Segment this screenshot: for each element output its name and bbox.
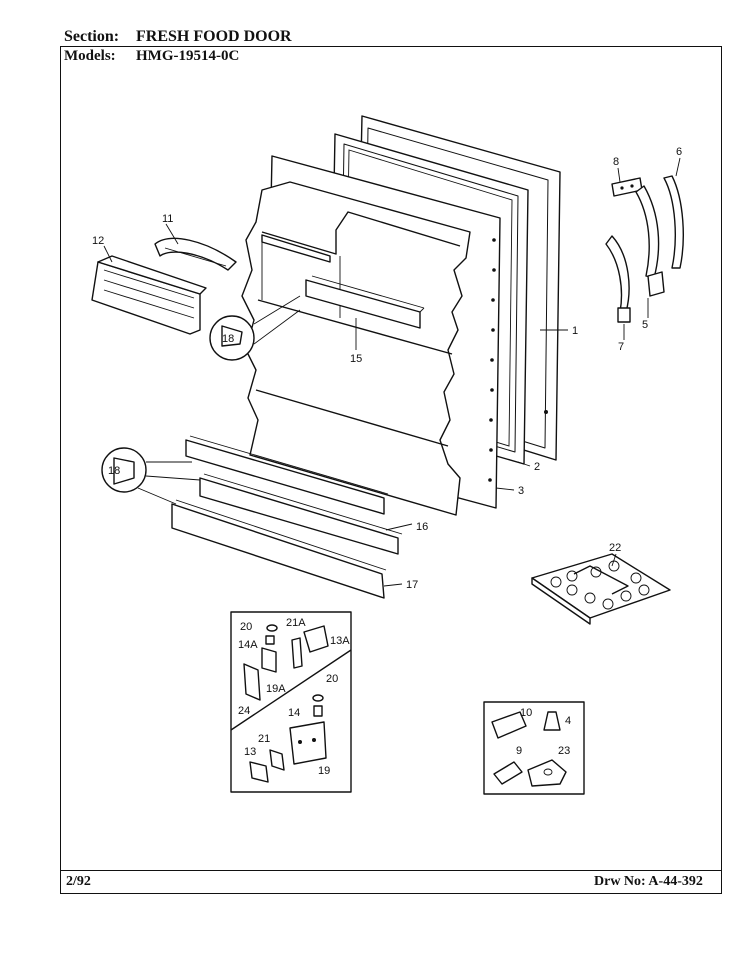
callout-17: 17: [406, 579, 418, 591]
callout-20-lower: 20: [326, 673, 338, 685]
callout-8: 8: [613, 156, 619, 168]
lower-door-bar[interactable]: [171, 499, 387, 599]
callout-16: 16: [416, 521, 428, 533]
callout-19: 19: [318, 765, 330, 777]
hinge-strap-upper[interactable]: [663, 175, 684, 269]
callout-20-upper: 20: [240, 621, 252, 633]
callout-21: 21: [258, 733, 270, 745]
callout-22: 22: [609, 542, 621, 554]
section-value: FRESH FOOD DOOR: [136, 28, 292, 45]
callout-10: 10: [520, 707, 532, 719]
footer-drawing-number: Drw No: A-44-392: [594, 874, 703, 889]
callout-1: 1: [572, 325, 578, 337]
upper-door-bar[interactable]: [305, 275, 425, 329]
callout-14: 14: [288, 707, 300, 719]
hinge-strap-middle[interactable]: [635, 185, 665, 297]
callout-11: 11: [162, 213, 173, 225]
section-label: Section:: [64, 28, 120, 45]
models-value: HMG-19514-0C: [136, 48, 240, 64]
callout-21a: 21A: [286, 617, 306, 629]
callout-15: 15: [350, 353, 362, 365]
small-parts-inset: [483, 701, 585, 795]
callout-12: 12: [92, 235, 104, 247]
egg-tray[interactable]: [531, 553, 671, 625]
callout-7: 7: [618, 341, 624, 353]
diagram-frame: [60, 46, 722, 894]
callout-9: 9: [516, 745, 522, 757]
footer-rule: [60, 870, 722, 871]
callout-13: 13: [244, 746, 256, 758]
callout-6: 6: [676, 146, 682, 158]
callout-14a: 14A: [238, 639, 258, 651]
callout-13a: 13A: [330, 635, 350, 647]
shelf-clip-lower[interactable]: [101, 447, 201, 505]
callout-4: 4: [565, 715, 571, 727]
callout-3: 3: [518, 485, 524, 497]
callout-18-upper: 18: [222, 333, 234, 345]
shelf-bar-middle[interactable]: [199, 473, 403, 555]
callout-24: 24: [238, 705, 250, 717]
footer-date: 2/92: [66, 874, 91, 889]
shelf-clip-upper[interactable]: [209, 295, 301, 361]
hinge-strap-lower[interactable]: [605, 235, 631, 323]
callout-5: 5: [642, 319, 648, 331]
butter-compartment[interactable]: [91, 255, 207, 335]
dairy-cover[interactable]: [154, 237, 237, 271]
callout-2: 2: [534, 461, 540, 473]
leader-lines: [103, 157, 681, 587]
callout-19a: 19A: [266, 683, 286, 695]
callout-23: 23: [558, 745, 570, 757]
hinge-hardware-inset: [230, 611, 352, 793]
models-label: Models:: [64, 48, 116, 64]
callout-18-lower: 18: [108, 465, 120, 477]
shelf-bar-upper[interactable]: [185, 435, 389, 515]
